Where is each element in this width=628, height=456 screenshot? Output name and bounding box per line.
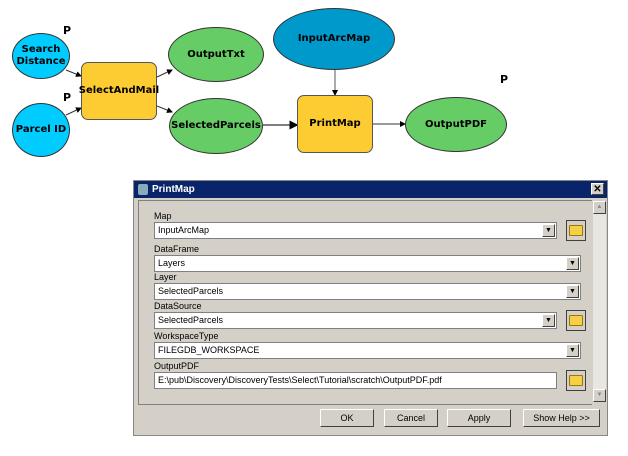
- browse-map-button[interactable]: [566, 220, 586, 241]
- cancel-button[interactable]: Cancel: [384, 409, 438, 427]
- node-selected-parcels[interactable]: SelectedParcels: [169, 98, 263, 154]
- close-button[interactable]: ✕: [591, 183, 604, 195]
- scroll-down-button[interactable]: ▼: [593, 389, 606, 402]
- dropdown-arrow-icon[interactable]: ▼: [542, 314, 555, 327]
- dialog-titlebar[interactable]: PrintMap ✕: [134, 181, 607, 198]
- dropdown-arrow-icon[interactable]: ▼: [566, 285, 579, 298]
- parameter-marker: P: [63, 91, 72, 104]
- label-outputpdf: OutputPDF: [154, 361, 200, 371]
- browse-datasource-button[interactable]: [566, 310, 586, 331]
- dropdown-arrow-icon[interactable]: ▼: [566, 257, 579, 270]
- folder-icon: [569, 315, 583, 326]
- vertical-scrollbar[interactable]: ▲ ▼: [593, 201, 606, 402]
- datasource-value: SelectedParcels: [158, 315, 224, 325]
- node-input-arc-map[interactable]: InputArcMap: [273, 8, 395, 70]
- connectors: [65, 69, 406, 130]
- dropdown-arrow-icon[interactable]: ▼: [542, 224, 555, 237]
- dataframe-value: Layers: [158, 258, 186, 268]
- dialog-title: PrintMap: [152, 184, 195, 195]
- node-print-map[interactable]: PrintMap: [297, 95, 373, 153]
- layer-combobox[interactable]: SelectedParcels ▼: [154, 283, 581, 300]
- link-search-distance: [65, 69, 82, 77]
- folder-icon: [569, 375, 583, 386]
- scroll-up-button[interactable]: ▲: [593, 201, 606, 214]
- show-help-button[interactable]: Show Help >>: [523, 409, 600, 427]
- map-combobox[interactable]: InputArcMap ▼: [154, 222, 557, 239]
- node-search-distance[interactable]: Search Distance: [12, 33, 70, 79]
- parameter-marker: P: [63, 24, 72, 37]
- workspacetype-value: FILEGDB_WORKSPACE: [158, 345, 260, 355]
- label-layer: Layer: [154, 272, 177, 282]
- link-output-txt: [156, 69, 173, 78]
- link-selected-parcels: [156, 105, 173, 113]
- parameter-marker: P: [500, 73, 509, 86]
- node-parcel-id[interactable]: Parcel ID: [12, 103, 70, 157]
- link-parcel-id: [65, 107, 82, 116]
- dropdown-arrow-icon[interactable]: ▼: [566, 344, 579, 357]
- ok-button[interactable]: OK: [320, 409, 374, 427]
- label-datasource: DataSource: [154, 301, 202, 311]
- printmap-dialog: PrintMap ✕ Map InputArcMap ▼ DataFrame La…: [133, 180, 608, 436]
- apply-button[interactable]: Apply: [447, 409, 511, 427]
- dataframe-combobox[interactable]: Layers ▼: [154, 255, 581, 272]
- layer-value: SelectedParcels: [158, 286, 224, 296]
- workspacetype-combobox[interactable]: FILEGDB_WORKSPACE ▼: [154, 342, 581, 359]
- datasource-combobox[interactable]: SelectedParcels ▼: [154, 312, 557, 329]
- node-select-and-mail[interactable]: SelectAndMail: [79, 62, 159, 120]
- parameters-panel: [138, 200, 592, 405]
- label-workspacetype: WorkspaceType: [154, 331, 219, 341]
- outputpdf-input[interactable]: E:\pub\Discovery\DiscoveryTests\Select\T…: [154, 372, 557, 389]
- node-output-pdf[interactable]: OutputPDF: [405, 97, 507, 152]
- node-output-txt[interactable]: OutputTxt: [168, 27, 264, 82]
- label-map: Map: [154, 211, 172, 221]
- tool-icon: [138, 184, 148, 195]
- label-dataframe: DataFrame: [154, 244, 200, 254]
- folder-icon: [569, 225, 583, 236]
- browse-outputpdf-button[interactable]: [566, 370, 586, 391]
- map-value: InputArcMap: [158, 225, 210, 235]
